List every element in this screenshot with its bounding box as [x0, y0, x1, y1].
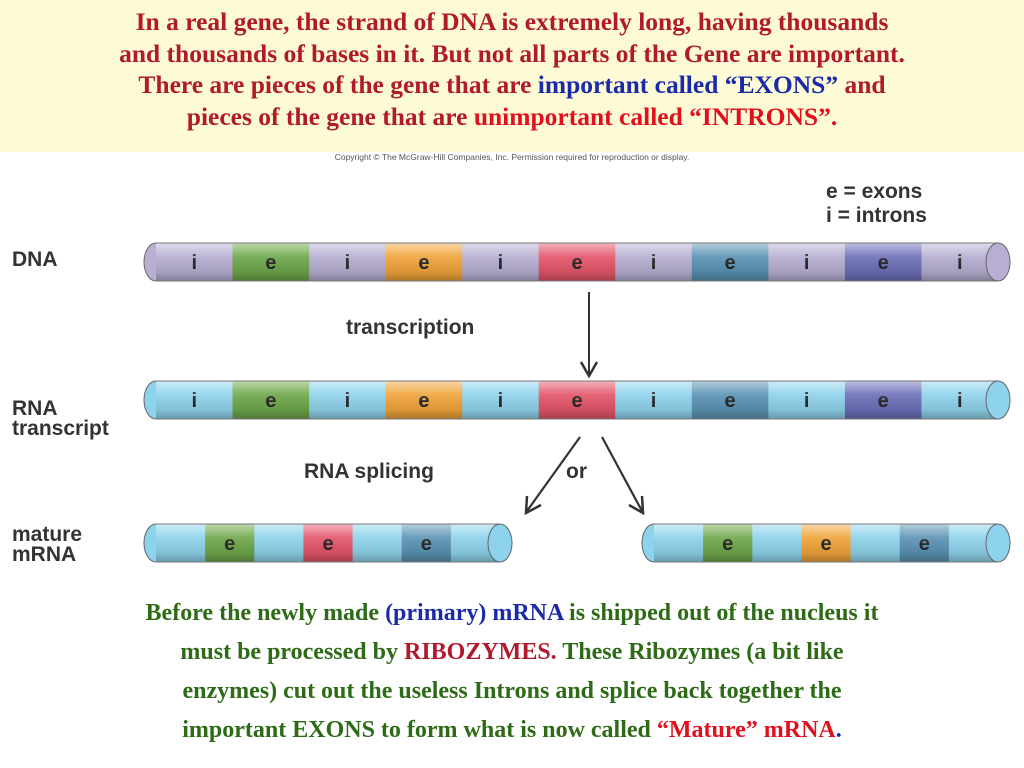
strand-gloss [156, 524, 500, 562]
bottom-line-1: Before the newly made (primary) mRNA is … [0, 594, 1024, 633]
splice-arrowhead-left [524, 495, 542, 516]
bottom-line-4: important EXONS to form what is now call… [0, 711, 1024, 750]
mrna-label-line-1: mature [12, 523, 83, 546]
dna-label: DNA [12, 248, 58, 271]
rna-label-line-1: RNA [12, 397, 58, 420]
splice-arrow-left [526, 436, 581, 512]
strand-end-cap [985, 242, 1011, 282]
mature-mrna-highlight: “Mature” mRNA [656, 717, 836, 743]
rna-transcript-label: RNA transcript [12, 397, 109, 440]
header-line-1: In a real gene, the strand of DNA is ext… [135, 7, 889, 36]
header-line-2: and thousands of bases in it. But not al… [119, 38, 905, 68]
rna-splicing-label: RNA splicing [304, 460, 434, 483]
splice-arrowhead-right [628, 495, 645, 516]
introns-highlight: unimportant called “INTRONS”. [473, 101, 838, 131]
mature-mrna-left-strand: eee [143, 523, 513, 563]
bottom-line-2-start: must be processed by [180, 639, 404, 665]
strand-end-cap [985, 523, 1011, 563]
rna-transcript-strand: ieieieieiei [143, 380, 1011, 420]
transcription-arrowhead [579, 361, 599, 379]
primary-mrna-highlight: (primary) mRNA [385, 600, 564, 626]
strand-end-cap [487, 523, 513, 563]
strand-gloss [654, 524, 998, 562]
legend-introns: i = introns [826, 204, 927, 227]
header-line-4-start: pieces of the gene that are [186, 101, 474, 131]
bottom-line-1-end: is shipped out of the nucleus it [563, 600, 879, 626]
or-label: or [566, 460, 587, 483]
legend: e = exons i = introns [826, 180, 927, 228]
bottom-line-4-end: . [835, 717, 842, 743]
bottom-text: Before the newly made (primary) mRNA is … [0, 594, 1024, 750]
mature-mrna-label: mature mRNA [12, 523, 83, 566]
splice-arrow-right [601, 436, 643, 512]
bottom-line-1-start: Before the newly made [145, 600, 386, 626]
copyright-notice: Copyright © The McGraw-Hill Companies, I… [334, 152, 690, 162]
strand-end-cap [985, 380, 1011, 420]
ribozymes-highlight: RIBOZYMES. [403, 639, 557, 665]
mrna-label-line-2: mRNA [12, 543, 77, 566]
header-line-3-start: There are pieces of the gene that are [138, 70, 538, 99]
strand-gloss [156, 243, 998, 281]
dna-strand: ieieieieiei [143, 242, 1011, 282]
exons-highlight: important called “EXONS” [537, 70, 839, 99]
header-line-3-end: and [838, 70, 886, 99]
mature-mrna-right-strand: eee [641, 523, 1011, 563]
bottom-line-2-end: These Ribozymes (a bit like [556, 639, 844, 665]
header-line-3: There are pieces of the gene that are im… [0, 69, 1024, 101]
header-line-4: pieces of the gene that are unimportant … [0, 101, 1024, 133]
bottom-line-2: must be processed by RIBOZYMES. These Ri… [0, 633, 1024, 672]
transcription-label: transcription [346, 316, 475, 339]
strand-gloss [156, 381, 998, 419]
rna-label-line-2: transcript [12, 417, 109, 440]
bottom-line-4-start: important EXONS to form what is now call… [182, 717, 657, 743]
bottom-line-3: enzymes) cut out the useless Introns and… [182, 678, 842, 704]
legend-exons: e = exons [826, 180, 923, 203]
header-text: In a real gene, the strand of DNA is ext… [0, 0, 1024, 152]
